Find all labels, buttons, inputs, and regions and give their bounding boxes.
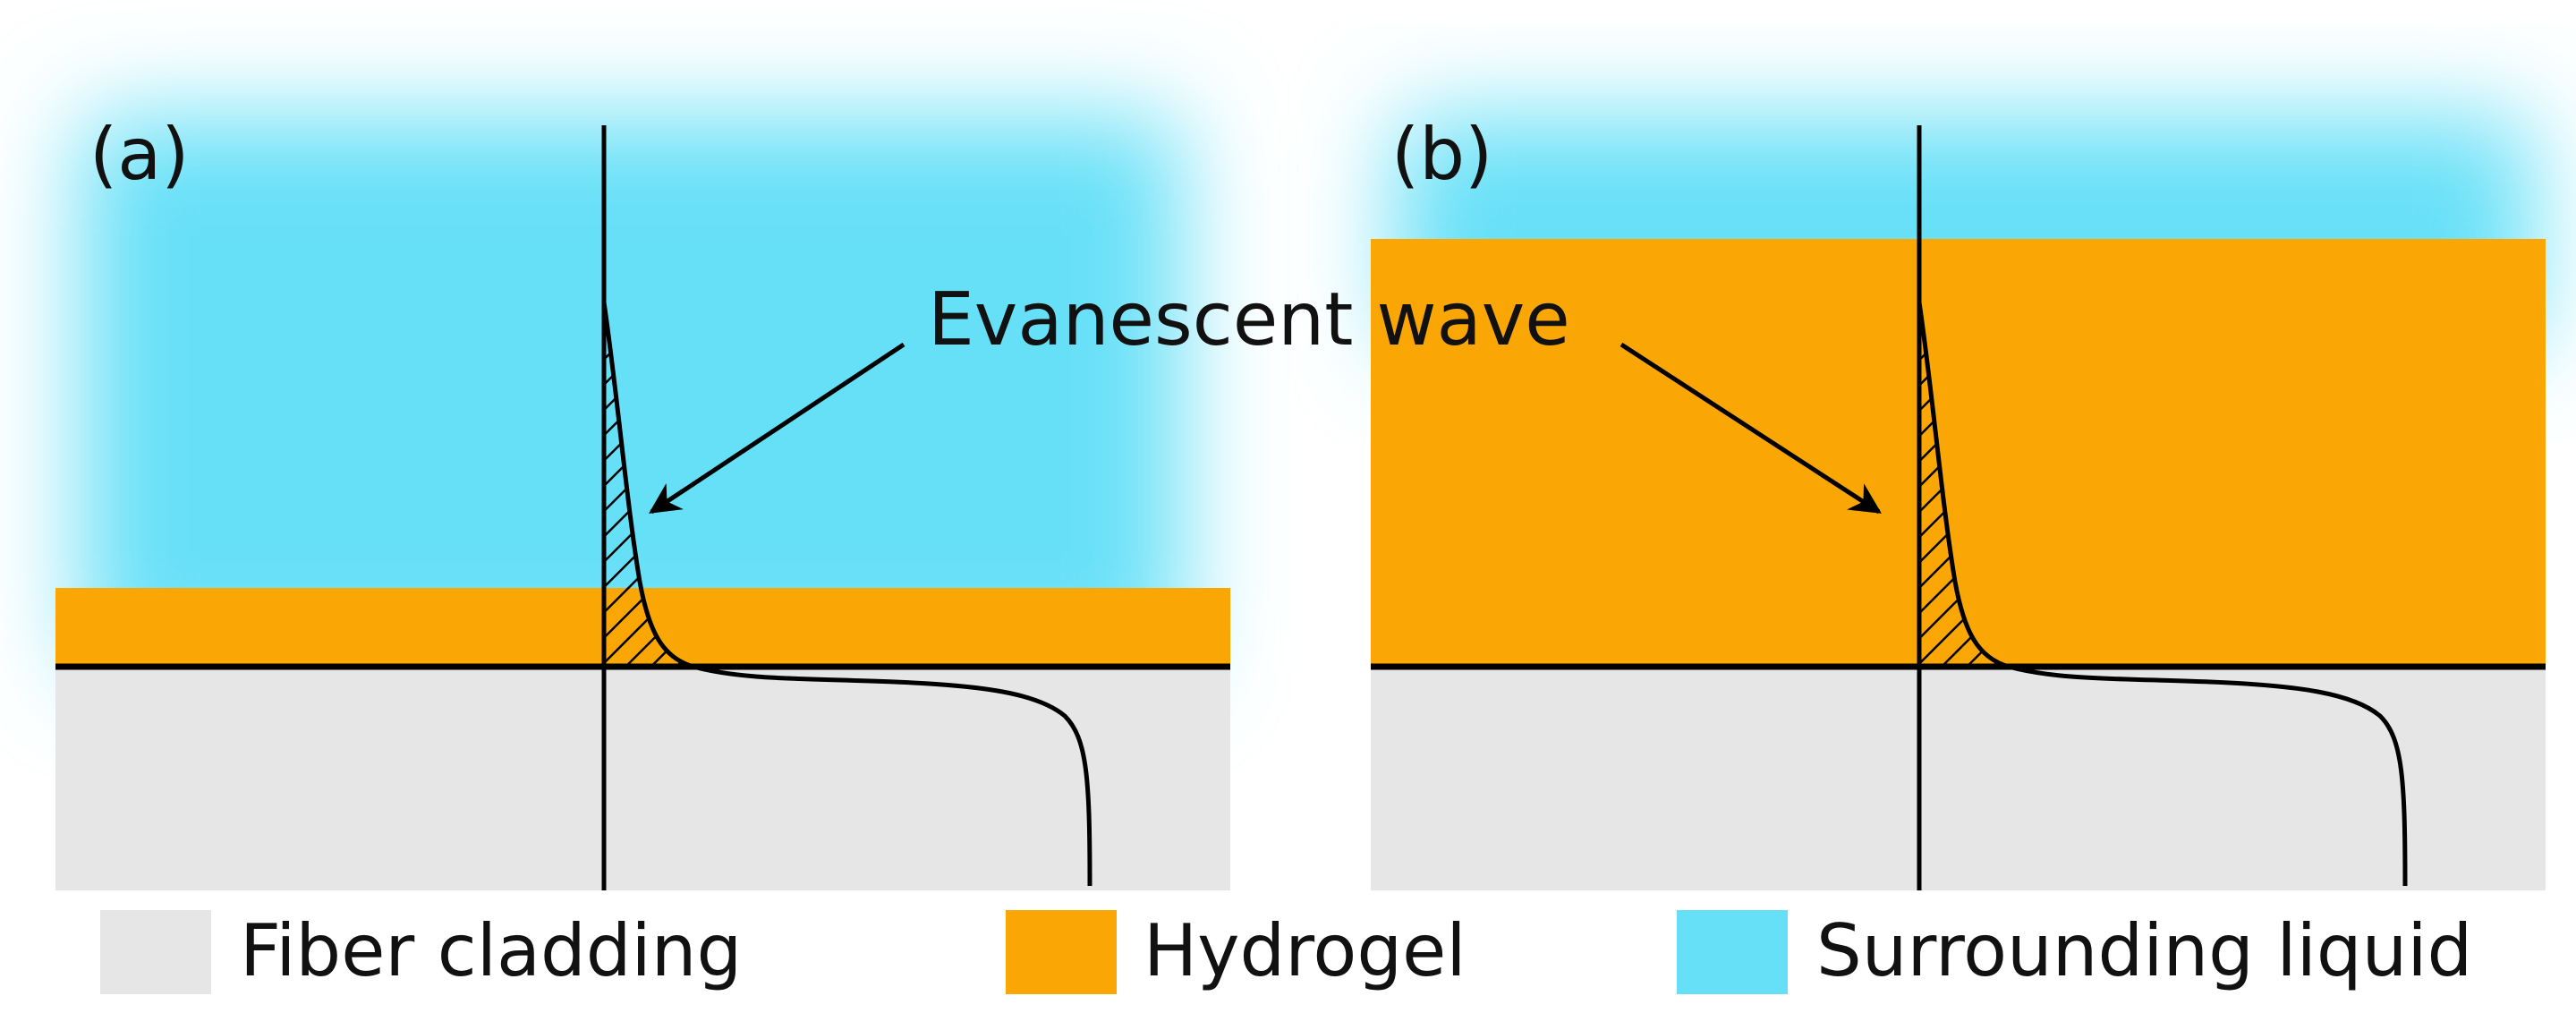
legend-swatch-hydrogel (1006, 910, 1117, 994)
legend-item-fiber-cladding: Fiber cladding (100, 909, 742, 994)
legend-item-hydrogel: Hydrogel (1006, 909, 1467, 994)
legend-label-surrounding-liquid: Surrounding liquid (1816, 909, 2472, 992)
legend-swatch-fiber-cladding (100, 910, 211, 994)
panel-label-a: (a) (89, 113, 189, 196)
panel-b: (b) (1371, 113, 2546, 890)
legend-item-surrounding-liquid: Surrounding liquid (1677, 909, 2472, 994)
legend-label-fiber-cladding: Fiber cladding (240, 909, 742, 992)
evanescent-field-hatch-a (604, 302, 693, 667)
evanescent-wave-label: Evanescent wave (928, 277, 1570, 362)
fiber-cladding-region-a (55, 667, 1230, 890)
panel-label-b: (b) (1391, 113, 1492, 196)
mode-profile-curve-b (1917, 302, 2408, 887)
arrow-to-panel-a (649, 342, 905, 515)
panel-a: (a) (55, 113, 1230, 890)
arrow-to-panel-b (1620, 342, 1882, 515)
evanescent-field-hatch-b (1919, 302, 2009, 667)
fiber-cladding-region-b (1371, 667, 2546, 890)
legend-swatch-surrounding-liquid (1677, 910, 1788, 994)
legend: Fiber cladding Hydrogel Surrounding liqu… (100, 909, 2472, 994)
mode-profile-curve-a (601, 302, 1092, 887)
legend-label-hydrogel: Hydrogel (1143, 909, 1467, 992)
